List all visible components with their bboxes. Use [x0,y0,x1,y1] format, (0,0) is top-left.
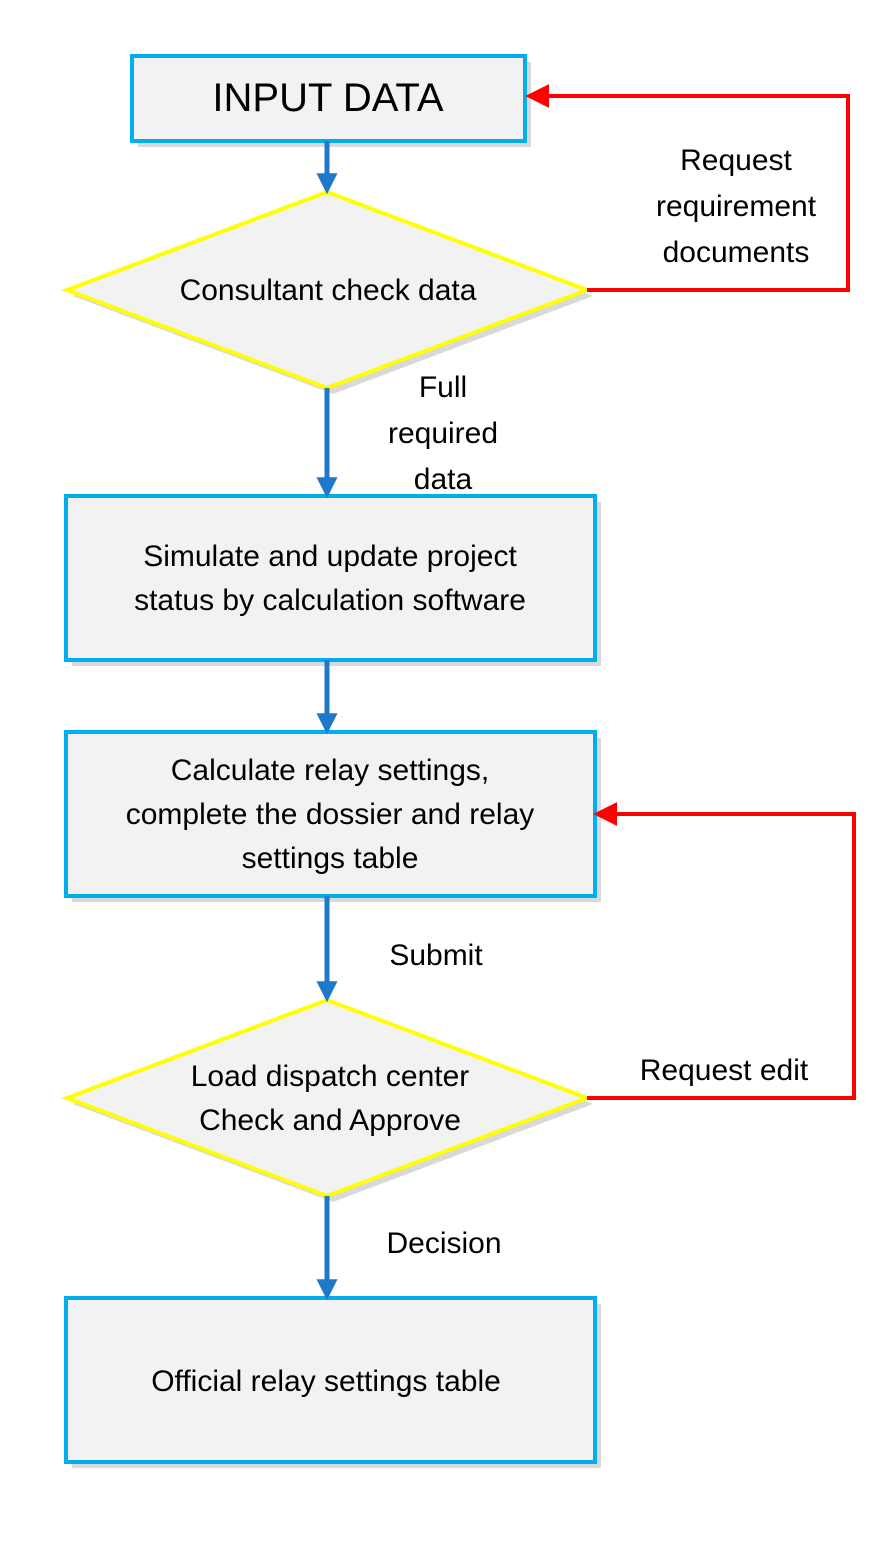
request-documents-label: Request requirement documents [656,144,817,269]
simulate-label: Simulate and update project status by cal… [134,540,526,617]
label-line: complete the dossier and relay [126,798,535,831]
dispatch-check-diamond [61,997,593,1199]
arrow-request-documents [525,84,850,292]
feedback-arrows [525,84,856,1100]
label-line: settings table [242,842,419,875]
label-line: status by calculation software [134,584,526,617]
calculate-label: Calculate relay settings, complete the do… [126,754,535,875]
label-line: Consultant check data [180,274,477,307]
label-line: requirement [656,190,817,223]
label-line: Load dispatch center [191,1060,470,1093]
official-table-label: Official relay settings table [151,1365,501,1398]
official-table-box [64,1296,597,1464]
label-line: Request edit [640,1054,809,1087]
label-line: Calculate relay settings, [171,754,490,787]
label-line: Full [419,371,467,404]
input-data-label: INPUT DATA [212,76,443,120]
submit-label: Submit [389,939,483,972]
label-line: INPUT DATA [212,76,443,120]
label-line: Simulate and update project [143,540,517,573]
label-line: documents [663,236,810,269]
decision-label: Decision [386,1227,501,1260]
label-line: Check and Approve [199,1104,461,1137]
simulate-box [64,494,597,662]
label-line: required [388,417,498,450]
label-line: Official relay settings table [151,1365,501,1398]
consultant-check-label: Consultant check data [180,274,477,307]
request-edit-label: Request edit [640,1054,809,1087]
label-line: data [414,463,473,496]
label-line: Request [680,144,792,177]
label-line: Decision [386,1227,501,1260]
full-required-label: Full required data [388,371,498,496]
input-data-box [130,54,527,143]
arrow-request-edit [587,802,856,1100]
label-line: Submit [389,939,483,972]
